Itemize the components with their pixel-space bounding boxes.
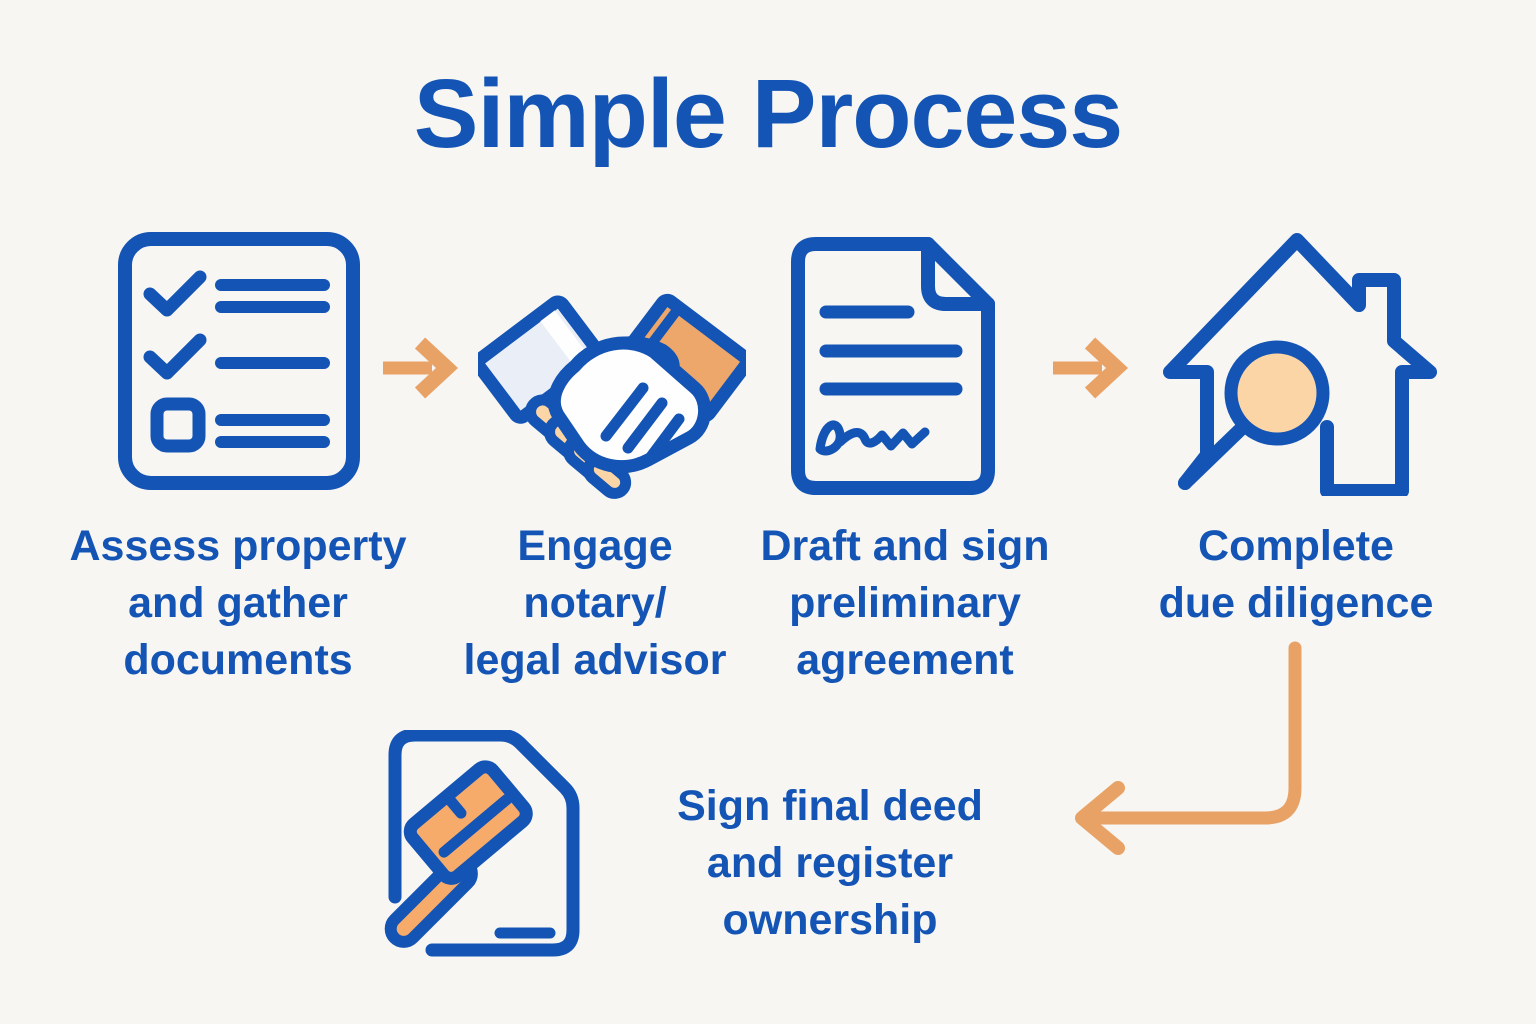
step-label-assess-property: Assess property and gather documents [69,522,407,684]
house-magnifier-icon [1162,228,1438,501]
step-label-due-diligence: Complete due diligence [1158,522,1434,627]
step-label-draft-sign: Draft and sign preliminary agreement [760,522,1050,684]
step-label-engage-notary: Engage notary/ legal advisor [463,522,727,684]
handshake-icon [471,288,754,515]
page-title: Simple Process [413,59,1123,168]
document-signature-icon [788,236,998,507]
arrow-down-left-icon [1060,640,1310,860]
step-label-sign-final-deed: Sign final deed and register ownership [677,782,983,944]
arrow-right-icon [1050,335,1135,406]
arrow-right-icon [380,335,465,406]
gavel-document-icon [372,728,580,975]
checklist-icon [118,232,360,495]
